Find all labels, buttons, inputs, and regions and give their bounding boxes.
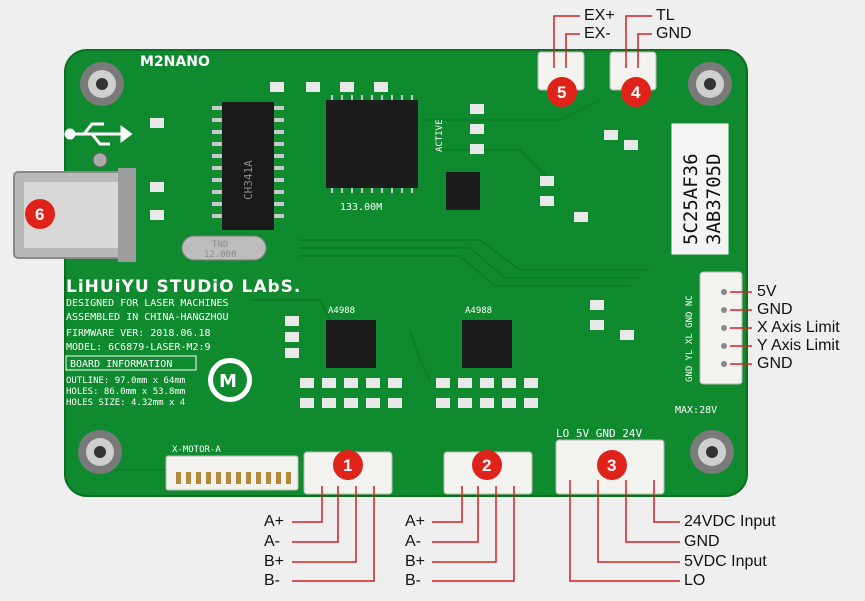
right-connector-pins: [721, 289, 727, 367]
label-24vdc-input: 24VDC Input: [684, 513, 776, 530]
label-tl: TL: [656, 7, 675, 24]
mounting-hole-br: [690, 430, 734, 474]
svg-text:M: M: [219, 371, 237, 392]
label-2-a-minus: A-: [405, 533, 421, 550]
label-1-a-plus: A+: [264, 513, 285, 530]
label-tl-gnd: GND: [656, 25, 692, 42]
info-title-box: [65, 355, 197, 371]
badge-2: 2: [472, 450, 502, 480]
usb-icon: [64, 122, 133, 146]
small-chip: [446, 172, 480, 210]
x-motor-label: X-MOTOR-A: [172, 445, 221, 455]
label-2-b-minus: B-: [405, 572, 421, 589]
driver-chip-1: [326, 320, 376, 368]
brand-text: LiHUiYU STUDiO LAbS.: [66, 277, 301, 297]
info-line-1: OUTLINE: 97.0mm x 64mm: [66, 376, 185, 386]
max-voltage: MAX:28V: [675, 405, 717, 416]
label-y-axis-limit: Y Axis Limit: [757, 337, 840, 354]
svg-text:6: 6: [35, 205, 44, 224]
svg-text:12.000: 12.000: [204, 250, 237, 260]
ribbon-pins: [176, 472, 291, 484]
model-text: MODEL: 6C6879-LASER-M2:9: [66, 342, 211, 353]
serial-box: 5C25AF36 3AB3705D: [671, 123, 729, 255]
svg-text:4: 4: [631, 83, 641, 102]
svg-text:5C25AF36: 5C25AF36: [680, 153, 702, 245]
svg-text:TND: TND: [212, 240, 228, 250]
svg-text:CH341A: CH341A: [242, 160, 255, 200]
label-lo: LO: [684, 572, 706, 589]
active-label: ACTIVE: [435, 119, 445, 152]
description-line-1: DESIGNED FOR LASER MACHINES: [66, 298, 229, 309]
label-right-gnd-1: GND: [757, 301, 793, 318]
badge-3: 3: [597, 450, 627, 480]
crystal: TND 12.000: [181, 235, 267, 261]
driver-chip-1-label: A4988: [328, 306, 355, 316]
usb-port: [13, 152, 136, 262]
info-line-3: HOLES SIZE: 4.32mm x 4: [66, 398, 185, 408]
svg-text:5: 5: [557, 83, 566, 102]
mounting-hole-tr: [688, 62, 732, 106]
svg-text:1: 1: [343, 456, 352, 475]
right-pins-label: GND YL XL GND NC: [685, 295, 695, 382]
badge-5: 5: [547, 77, 577, 107]
label-x-axis-limit: X Axis Limit: [757, 319, 840, 336]
mounting-hole-bl: [78, 430, 122, 474]
resistor-array: [150, 82, 638, 408]
label-1-b-minus: B-: [264, 572, 280, 589]
svg-text:2: 2: [482, 456, 491, 475]
firmware-text: FIRMWARE VER: 2018.06.18: [66, 328, 211, 339]
label-5vdc-input: 5VDC Input: [684, 553, 767, 570]
m-logo: M: [208, 358, 252, 402]
badge-6: 6: [25, 199, 55, 229]
label-ex-minus: EX-: [584, 25, 611, 42]
label-1-b-plus: B+: [264, 553, 285, 570]
label-right-5v: 5V: [757, 283, 777, 300]
label-ex-plus: EX+: [584, 7, 615, 24]
description-line-2: ASSEMBLED IN CHINA-HANGZHOU: [66, 312, 229, 323]
mounting-hole-tl: [80, 62, 124, 106]
mcu-label: 133.00M: [340, 202, 382, 213]
label-1-a-minus: A-: [264, 533, 280, 550]
svg-text:3AB3705D: 3AB3705D: [703, 153, 725, 245]
badge-1: 1: [333, 450, 363, 480]
info-title: BOARD INFORMATION: [70, 359, 172, 370]
badge-4: 4: [621, 77, 651, 107]
driver-chip-2: [462, 320, 512, 368]
label-2-b-plus: B+: [405, 553, 426, 570]
label-right-gnd-2: GND: [757, 355, 793, 372]
driver-chip-2-label: A4988: [465, 306, 492, 316]
label-2-a-plus: A+: [405, 513, 426, 530]
usb-chip: CH341A: [212, 102, 284, 230]
svg-text:3: 3: [607, 456, 616, 475]
main-mcu: [326, 95, 418, 193]
power-pins-label: LO 5V GND 24V: [556, 427, 642, 440]
info-line-2: HOLES: 86.0mm x 53.8mm: [66, 387, 185, 397]
label-power-gnd: GND: [684, 533, 720, 550]
nano-logo: M2NANO: [140, 54, 210, 70]
callout-lines: [292, 15, 752, 582]
